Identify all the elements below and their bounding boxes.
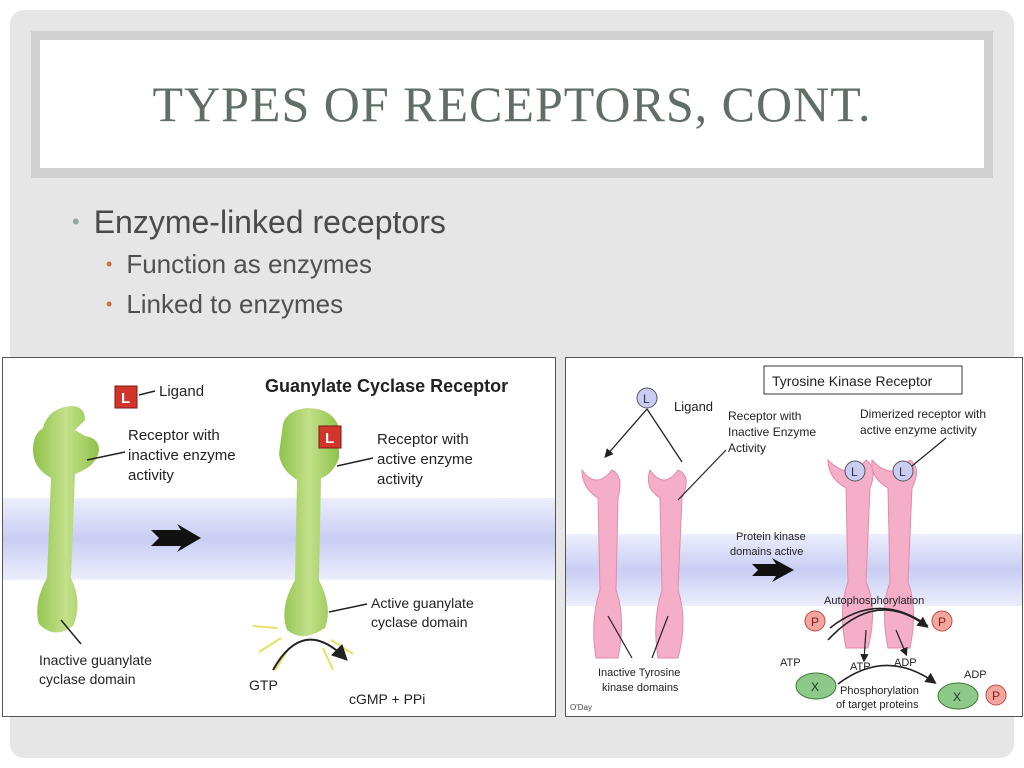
inactive-domains-label: Inactive Tyrosine kinase domains — [598, 667, 683, 694]
bullet-list: • Enzyme-linked receptors • Function as … — [72, 200, 446, 324]
dimer-receptor — [827, 458, 874, 649]
atp-label: ATP — [780, 657, 801, 669]
phosphate-icon: P — [804, 610, 826, 632]
bullet-level2: • Function as enzymes — [106, 244, 446, 284]
pointer — [677, 449, 727, 501]
pointer — [60, 619, 82, 645]
pointer — [607, 615, 633, 659]
dimerized-label: Dimerized receptor with active enzyme ac… — [860, 407, 989, 437]
kinase-active-label: Protein kinase domains active — [730, 531, 809, 558]
bullet-dot: • — [106, 253, 113, 274]
svg-text:P: P — [811, 615, 819, 629]
transition-arrow — [752, 558, 794, 582]
tyrosine-diagram: Tyrosine Kinase Receptor L Ligand Recept… — [566, 365, 1022, 712]
pointer — [646, 408, 683, 463]
ligand-icon: L — [114, 385, 138, 409]
ligand-icon: L — [318, 425, 342, 449]
bullet-text: Linked to enzymes — [126, 288, 344, 319]
active-domain-label: Active guanylate cyclase domain — [371, 595, 478, 630]
ligand-icon: L — [892, 460, 914, 482]
bullet-text: Function as enzymes — [126, 248, 372, 279]
svg-text:L: L — [121, 390, 130, 407]
phosphate-icon: P — [931, 610, 953, 632]
ligand-icon: L — [636, 387, 658, 409]
receptor-inactive-label: Receptor with inactive enzyme activity — [128, 427, 240, 484]
svg-text:L: L — [643, 392, 650, 406]
ligand-label: Ligand — [159, 383, 204, 400]
title-panel: TYPES OF RECEPTORS, CONT. — [40, 40, 984, 168]
ligand-icon: L — [844, 460, 866, 482]
slide-title: TYPES OF RECEPTORS, CONT. — [152, 76, 872, 132]
phosphate-icon: P — [985, 684, 1007, 706]
target-protein-icon: X — [937, 682, 979, 710]
atp-label: ATP — [850, 661, 871, 673]
guanylate-cyclase-figure: Guanylate Cyclase Receptor L Ligand Rece… — [2, 357, 556, 717]
pointer — [651, 615, 669, 659]
pointer — [336, 457, 374, 467]
figure-heading: Tyrosine Kinase Receptor — [772, 373, 933, 389]
adp-arrow — [895, 629, 908, 657]
svg-text:P: P — [938, 615, 946, 629]
bullet-text: Enzyme-linked receptors — [93, 203, 446, 240]
bullet-level1: • Enzyme-linked receptors — [72, 200, 446, 244]
phos-target-label: Phosphorylation of target proteins — [836, 685, 922, 711]
tyrosine-kinase-figure: Tyrosine Kinase Receptor L Ligand Recept… — [565, 357, 1023, 717]
receptor-monomer — [581, 468, 623, 659]
membrane — [3, 498, 555, 580]
svg-text:L: L — [851, 465, 858, 479]
inactive-domain-label: Inactive guanylate cyclase domain — [39, 652, 156, 687]
guanylate-diagram: Guanylate Cyclase Receptor L Ligand Rece… — [3, 376, 555, 707]
image-credit: O'Day — [570, 703, 592, 712]
ligand-label: Ligand — [674, 399, 713, 414]
bullet-dot: • — [106, 293, 113, 314]
dimer-receptor — [871, 458, 917, 649]
receptor-active-label: Receptor with active enzyme activity — [377, 431, 477, 488]
pointer — [911, 437, 947, 467]
reaction-arrow — [272, 638, 348, 671]
ligand-pointer — [138, 390, 156, 396]
autophos-arrow — [827, 609, 929, 641]
figure-heading-box — [763, 365, 963, 395]
gtp-label: GTP — [249, 677, 278, 693]
inactive-receptor — [33, 406, 99, 633]
svg-text:X: X — [953, 690, 961, 704]
pointer — [604, 408, 648, 458]
receptor-monomer — [647, 468, 687, 659]
product-label: cGMP + PPi — [349, 691, 425, 707]
target-protein-icon: X — [795, 672, 837, 700]
pointer — [328, 603, 368, 613]
phosphorylation-arrow — [837, 664, 937, 685]
svg-text:X: X — [811, 680, 819, 694]
bullet-dot: • — [72, 209, 80, 234]
autophos-label: Autophosphorylation — [824, 595, 924, 607]
bullet-level2: • Linked to enzymes — [106, 284, 446, 324]
adp-label: ADP — [964, 669, 987, 681]
autophos-arrow — [829, 607, 929, 629]
receptor-inactive-label: Receptor with Inactive Enzyme Activity — [728, 409, 819, 455]
svg-text:L: L — [325, 430, 334, 447]
atp-arrow — [860, 629, 869, 663]
active-receptor — [279, 408, 339, 637]
figure-heading: Guanylate Cyclase Receptor — [265, 376, 508, 396]
svg-text:P: P — [992, 689, 1000, 703]
transition-arrow — [151, 524, 201, 552]
svg-text:L: L — [899, 465, 906, 479]
pointer — [86, 451, 126, 461]
